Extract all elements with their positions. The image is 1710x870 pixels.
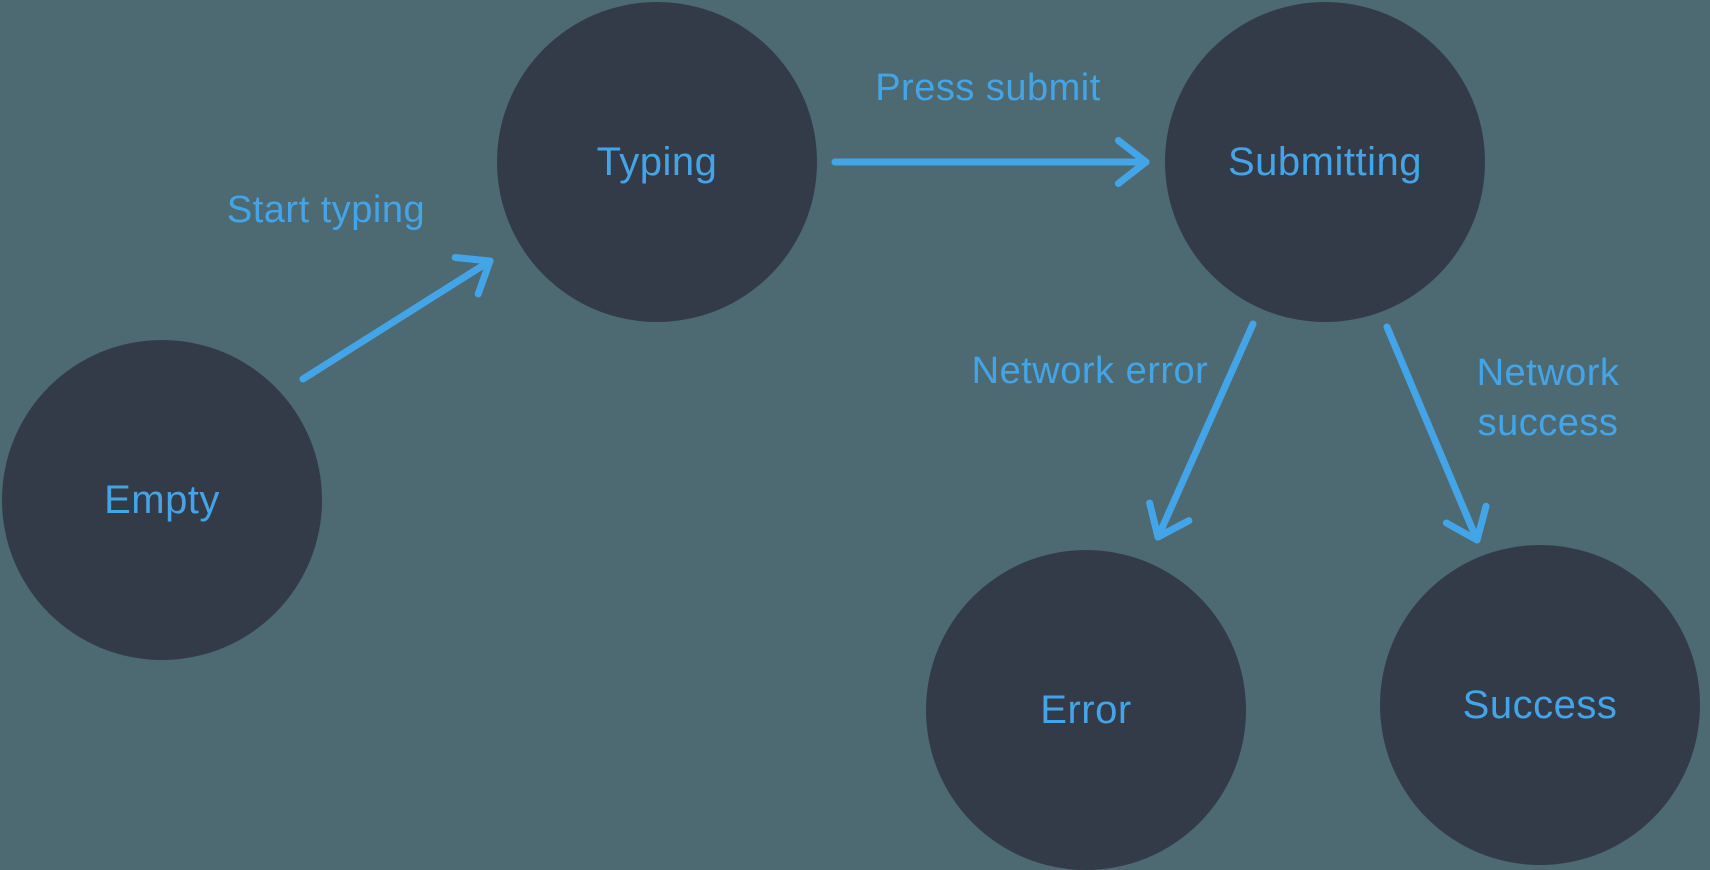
state-node-submitting-label: Submitting: [1228, 139, 1422, 184]
edge-label-start-typing: Start typing: [226, 189, 426, 231]
edge-arrow-start-typing: [299, 257, 494, 383]
edge-arrowhead-network-success: [1442, 502, 1490, 544]
state-node-typing-label: Typing: [596, 139, 718, 184]
edge-arrowhead-start-typing: [451, 254, 494, 298]
state-node-success: Success: [1380, 545, 1700, 865]
edge-label-press-submit: Press submit: [875, 67, 1101, 109]
edge-label-network-error: Network error: [971, 350, 1209, 392]
state-node-success-label: Success: [1462, 682, 1618, 727]
state-node-empty-label: Empty: [104, 477, 220, 522]
state-node-error: Error: [926, 550, 1246, 870]
state-node-error-label: Error: [1040, 687, 1132, 732]
state-node-empty: Empty: [2, 340, 322, 660]
state-node-submitting: Submitting: [1165, 2, 1485, 322]
edge-label-network-success: Network success: [1476, 352, 1620, 444]
state-node-typing: Typing: [497, 2, 817, 322]
edge-arrowhead-press-submit: [1114, 137, 1150, 187]
edge-arrowhead-network-error: [1146, 499, 1193, 541]
